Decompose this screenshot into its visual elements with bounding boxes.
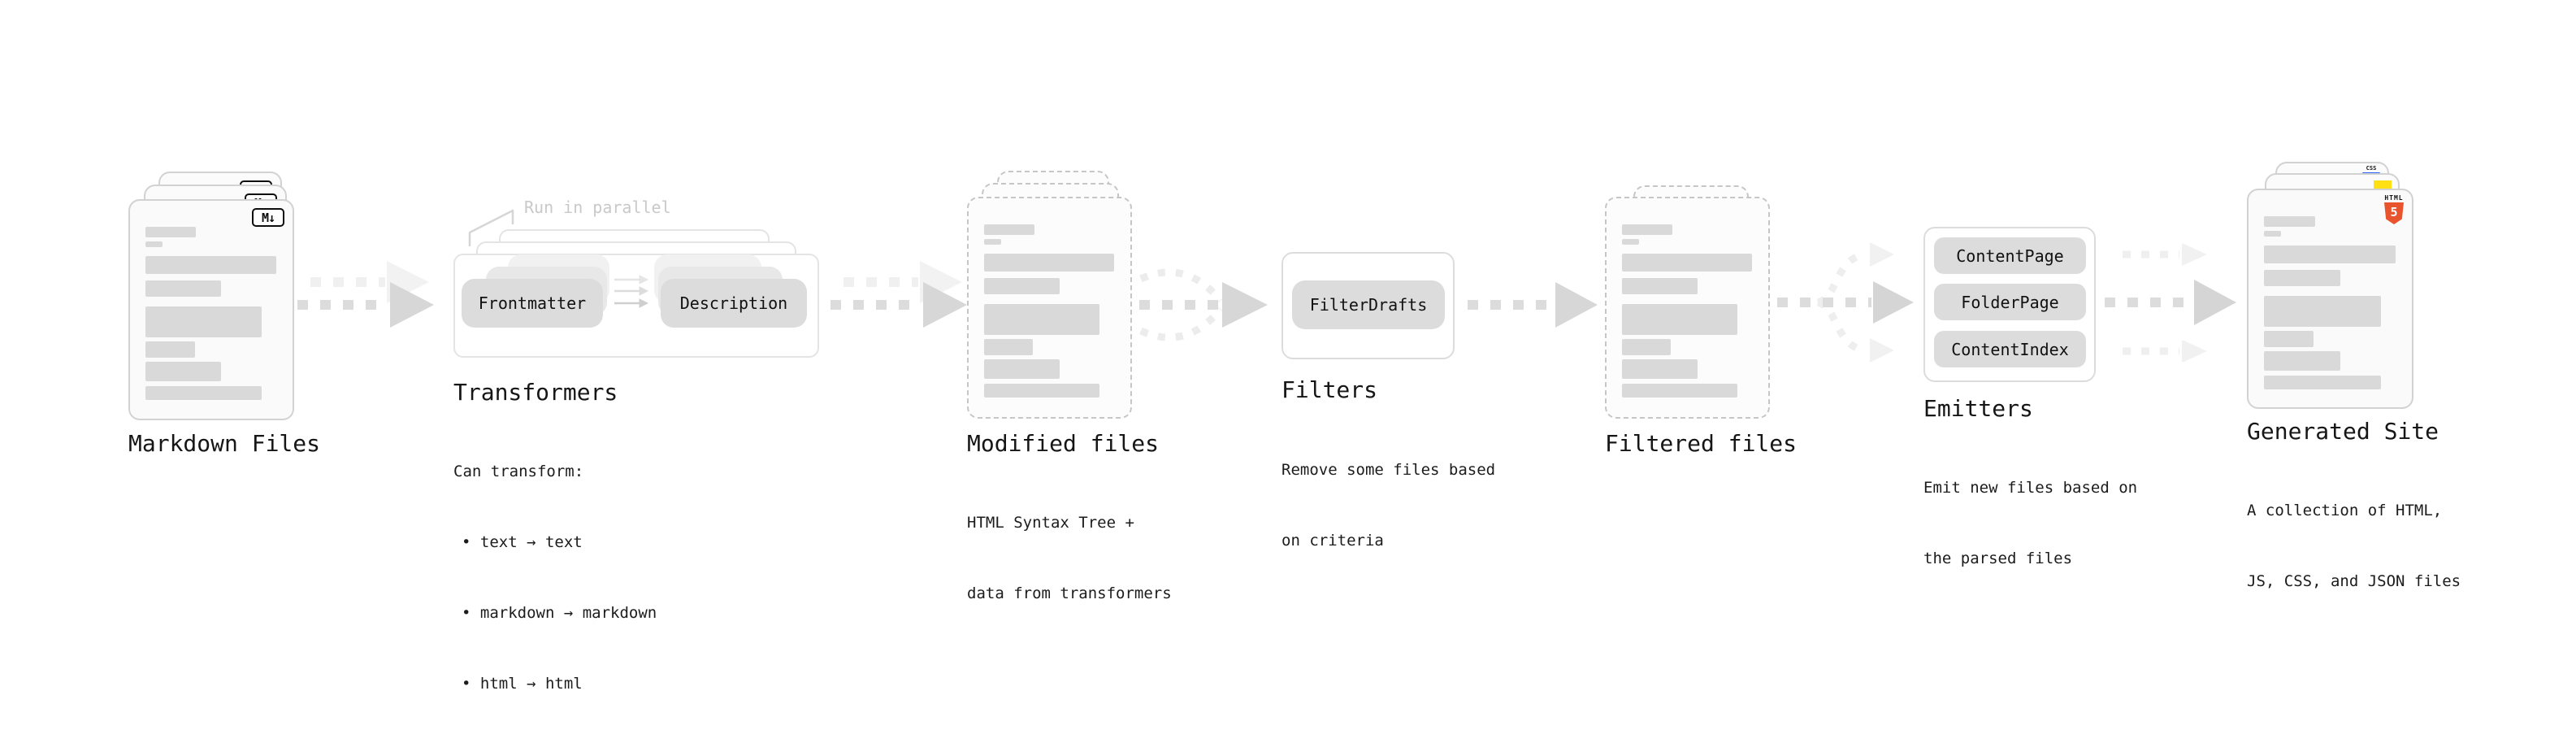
stage-label-generated-site: Generated Site <box>2247 418 2439 445</box>
generated-site-card: HTML 5 <box>2247 189 2413 409</box>
parallel-callout-label: Run in parallel <box>524 198 671 217</box>
stage-subtitle-generated-site: A collection of HTML, JS, CSS, and JSON … <box>2247 452 2461 641</box>
doc-text-bar <box>984 278 1060 294</box>
doc-text-bar <box>2264 216 2315 227</box>
doc-text-bar <box>145 256 276 274</box>
emitter-pill-contentpage: ContentPage <box>1934 237 2086 274</box>
flow-arrow-icon <box>1468 282 1598 328</box>
note-item: • markdown → markdown <box>462 604 657 622</box>
emitter-pill-contentindex: ContentIndex <box>1934 331 2086 367</box>
pipeline-diagram: M↓ M↓ M↓ Markdown Files Run in parallel <box>128 162 2461 693</box>
doc-text-bar <box>145 362 222 381</box>
doc-text-bar <box>2264 270 2341 286</box>
doc-text-bar <box>984 304 1099 335</box>
note-item: • html → html <box>462 675 583 693</box>
subtitle-line: HTML Syntax Tree + <box>967 514 1134 532</box>
doc-text-bar <box>1622 224 1672 235</box>
doc-text-bars <box>984 224 1117 398</box>
stage-label-modified-files: Modified files <box>967 430 1160 457</box>
transformer-pill-frontmatter: Frontmatter <box>462 279 603 328</box>
html5-icon: HTML 5 <box>2383 194 2405 224</box>
emitter-pill-folderpage: FolderPage <box>1934 284 2086 320</box>
doc-text-bar <box>145 341 195 358</box>
doc-text-bar <box>1622 278 1698 294</box>
doc-text-bar <box>2264 351 2341 371</box>
doc-text-bars <box>145 227 279 400</box>
subtitle-line: the parsed files <box>1923 550 2073 567</box>
stage-subtitle-modified-files: HTML Syntax Tree + data from transformer… <box>967 464 1172 653</box>
modified-file-card <box>967 197 1132 419</box>
css-icon-label: CSS <box>2366 165 2377 172</box>
subtitle-line: A collection of HTML, <box>2247 502 2443 519</box>
subtitle-line: Emit new files based on <box>1923 479 2138 497</box>
js-icon <box>2374 180 2392 189</box>
subtitle-line: JS, CSS, and JSON files <box>2247 572 2461 590</box>
note-title: Can transform: <box>453 463 584 480</box>
filtered-file-card <box>1605 197 1770 419</box>
doc-text-bar <box>145 306 262 337</box>
doc-text-bar <box>145 227 197 237</box>
doc-text-bar <box>984 239 1002 245</box>
flow-arrow-icon <box>297 261 434 328</box>
markdown-file-card: M↓ <box>128 199 294 420</box>
doc-text-bar <box>1622 239 1640 245</box>
stage-label-filters: Filters <box>1281 376 1378 403</box>
doc-text-bar <box>145 241 163 247</box>
stage-subtitle-emitters: Emit new files based on the parsed files <box>1923 429 2137 618</box>
flow-merge-arrow-icon <box>1139 268 1268 341</box>
doc-text-bar <box>145 280 222 297</box>
doc-text-bar <box>984 224 1034 235</box>
doc-text-bar <box>2264 231 2282 237</box>
stage-label-transformers: Transformers <box>453 379 618 406</box>
markdown-badge-icon: M↓ <box>252 208 284 227</box>
doc-text-bar <box>1622 359 1698 379</box>
doc-text-bar <box>984 359 1060 379</box>
stage-subtitle-transformers: Can transform: • text → text • markdown … <box>453 413 657 743</box>
doc-text-bars <box>2264 216 2398 389</box>
flow-arrows-icon <box>2105 243 2236 363</box>
doc-text-bar <box>2264 376 2381 389</box>
doc-text-bar <box>984 339 1034 355</box>
transformer-pill-description: Description <box>661 279 807 328</box>
doc-text-bar <box>2264 245 2396 263</box>
note-item: • text → text <box>462 533 583 551</box>
subtitle-line: Remove some files based <box>1281 461 1496 479</box>
html5-number: 5 <box>2390 205 2398 219</box>
stage-subtitle-filters: Remove some files based on criteria <box>1281 411 1495 600</box>
doc-text-bar <box>2264 296 2381 327</box>
subtitle-line: data from transformers <box>967 584 1172 602</box>
flow-arrow-icon <box>830 261 967 328</box>
doc-text-bar <box>1622 384 1737 398</box>
doc-text-bar <box>145 386 262 400</box>
stage-label-filtered-files: Filtered files <box>1605 430 1798 457</box>
filter-pill-filterdrafts: FilterDrafts <box>1292 280 1445 329</box>
doc-text-bar <box>984 384 1099 398</box>
doc-text-bar <box>2264 331 2314 347</box>
stage-label-markdown-files: Markdown Files <box>128 430 321 457</box>
subtitle-line: on criteria <box>1281 532 1384 550</box>
parallel-arrows-icon <box>614 275 649 308</box>
flow-split-arrow-icon <box>1777 242 1914 363</box>
doc-text-bar <box>984 254 1114 272</box>
callout-line-icon <box>468 209 514 246</box>
doc-text-bar <box>1622 254 1752 272</box>
html5-icon-label: HTML <box>2384 194 2404 202</box>
stage-label-emitters: Emitters <box>1923 395 2033 422</box>
doc-text-bar <box>1622 304 1737 335</box>
doc-text-bar <box>1622 339 1672 355</box>
doc-text-bars <box>1622 224 1754 398</box>
